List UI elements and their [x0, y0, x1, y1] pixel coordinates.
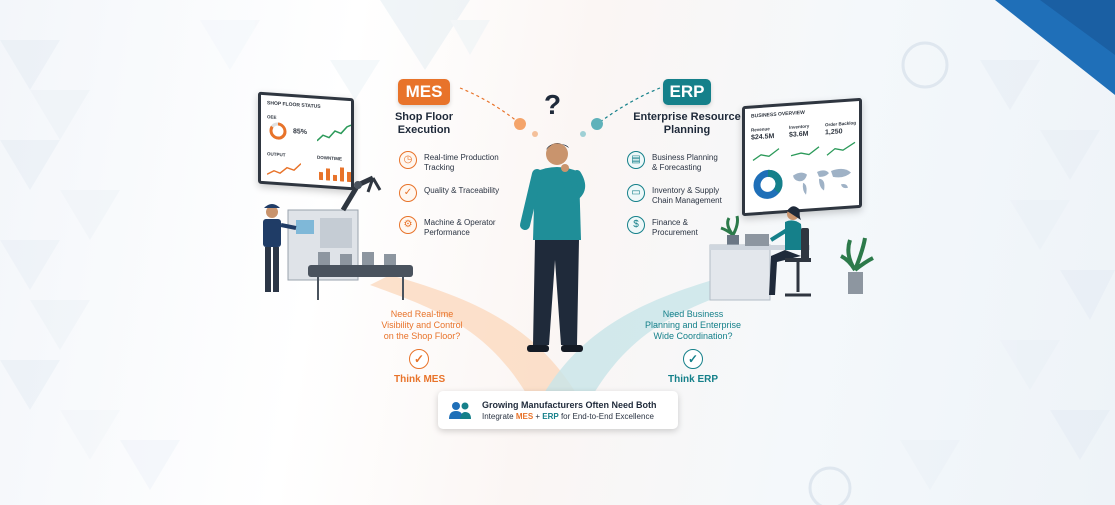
worker-icon [266, 206, 278, 218]
callout-subtitle: Integrate MES + ERP for End-to-End Excel… [482, 411, 657, 422]
business-monitor: BUSINESS OVERVIEW Revenue $24.5M Invento… [742, 97, 862, 217]
mes-question-line2: Visibility and Control [381, 320, 463, 330]
mes-question-line1: Need Real-time [390, 309, 454, 319]
mes-title-line2: Execution [397, 124, 451, 136]
callout-prefix: Integrate [482, 411, 516, 421]
path-illustration [370, 275, 750, 400]
shop-monitor-title: SHOP FLOOR STATUS [267, 100, 321, 111]
office-illustration [709, 206, 874, 301]
erp-feature-1-line2: & Forecasting [652, 163, 702, 172]
erp-feature-3: $ Finance &Procurement [627, 216, 732, 238]
mes-feature-1-line2: Tracking [424, 163, 455, 172]
shop-floor-monitor: SHOP FLOOR STATUS OEE 85% OUTPUT DOWNTIM… [258, 91, 354, 191]
erp-title-line1: Enterprise Resource [633, 111, 741, 123]
gear-icon: ⚙ [399, 216, 417, 234]
erp-question: Need Business Planning and Enterprise Wi… [633, 309, 753, 342]
inventory-value: $3.6M [789, 130, 809, 139]
bar-chart-icon: ▤ [627, 151, 645, 169]
callout-title: Growing Manufacturers Often Need Both [482, 399, 657, 410]
mes-badge: MES [398, 79, 450, 105]
erp-question-line2: Planning and Enterprise [644, 320, 742, 330]
mes-feature-3-line1: Machine & Operator [424, 218, 496, 227]
thinking-person-illustration [520, 143, 586, 352]
erp-badge: ERP [663, 79, 711, 105]
check-shield-icon: ✓ [399, 184, 417, 202]
erp-title-line2: Planning [663, 124, 711, 136]
mes-feature-3-line2: Performance [424, 228, 470, 237]
factory-illustration [263, 175, 413, 300]
orders-value: 1,250 [825, 128, 843, 137]
erp-question-line1: Need Business [662, 309, 724, 319]
oee-label: OEE [267, 114, 277, 120]
oee-value: 85% [293, 128, 308, 137]
clock-icon: ◷ [399, 151, 417, 169]
erp-title: Enterprise Resource Planning [630, 111, 744, 137]
pie-chart-icon [753, 169, 783, 199]
erp-feature-1: ▤ Business Planning& Forecasting [627, 151, 732, 173]
erp-feature-2-line2: Chain Management [652, 196, 722, 205]
machine-screen-icon [296, 220, 314, 234]
downtime-label: DOWNTIME [317, 154, 342, 162]
revenue-label: Revenue [751, 126, 770, 133]
world-map-icon [793, 168, 851, 195]
mes-feature-1-line1: Real-time Production [424, 153, 499, 162]
oee-trend-chart [317, 124, 351, 142]
mes-title: Shop Floor Execution [372, 111, 476, 137]
question-mark: ? [544, 89, 562, 120]
think-mes-label: Think MES [394, 374, 446, 385]
callout-suffix: for End-to-End Excellence [558, 411, 654, 421]
erp-feature-2-line1: Inventory & Supply [652, 186, 720, 195]
mes-feature-2: ✓ Quality & Traceability [399, 184, 504, 202]
think-erp-label: Think ERP [668, 374, 719, 385]
output-chart [267, 163, 301, 175]
downtime-chart [319, 167, 351, 183]
erp-feature-3-line2: Procurement [652, 228, 698, 237]
orders-label: Order Backlog [825, 120, 857, 128]
business-monitor-title: BUSINESS OVERVIEW [751, 109, 805, 120]
mes-title-line1: Shop Floor [394, 111, 454, 123]
mes-check-icon: ✓ [409, 349, 429, 369]
thought-bubbles [459, 87, 661, 137]
callout-mes: MES [515, 411, 534, 421]
inventory-label: Inventory [789, 123, 810, 130]
dollar-icon: $ [627, 216, 645, 234]
erp-question-line3: Wide Coordination? [653, 331, 733, 341]
callout-erp: ERP [542, 411, 559, 421]
box-icon: ▭ [627, 184, 645, 202]
revenue-value: $24.5M [751, 132, 775, 142]
callout-plus: + [533, 411, 543, 421]
mes-question-line3: on the Shop Floor? [383, 331, 461, 341]
integration-callout: Growing Manufacturers Often Need Both In… [438, 391, 678, 429]
users-icon [449, 402, 471, 419]
output-label: OUTPUT [267, 151, 286, 158]
oee-gauge [269, 122, 287, 140]
mes-feature-2-line1: Quality & Traceability [424, 186, 500, 195]
mes-question: Need Real-time Visibility and Control on… [362, 309, 482, 342]
erp-feature-1-line1: Business Planning [652, 153, 718, 162]
erp-check-icon: ✓ [683, 349, 703, 369]
business-mini-charts [752, 141, 856, 161]
erp-feature-3-line1: Finance & [652, 218, 689, 227]
